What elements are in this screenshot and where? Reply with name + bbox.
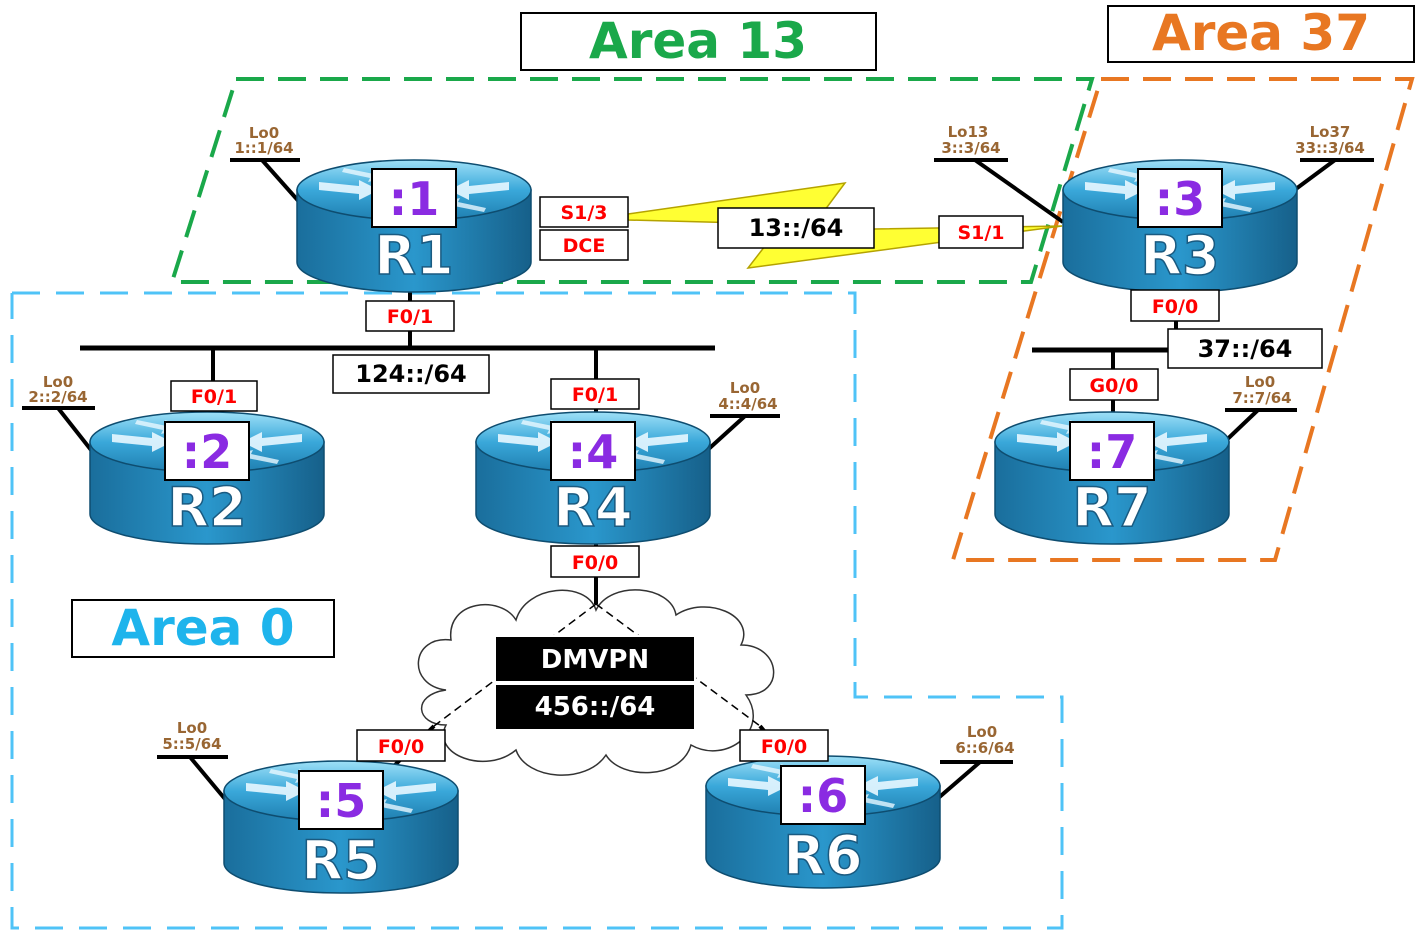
- r3-serial-box: [938, 215, 1024, 249]
- r2-loopback-link: [56, 406, 97, 457]
- area0-title-box: [71, 599, 335, 658]
- serial-network-label: 13::/64: [749, 214, 844, 242]
- serial-link-r1-r3: [627, 182, 1063, 269]
- r7-lan-label: G0/0: [1090, 375, 1139, 397]
- r5-name: R5: [301, 829, 380, 892]
- area0-boundary: [10, 291, 1064, 930]
- router-r3[interactable]: :3 R3: [1062, 159, 1298, 293]
- r6-dmvpn-box: [739, 729, 829, 762]
- r4-name: R4: [553, 476, 632, 539]
- r1-lan-label: F0/1: [387, 306, 433, 328]
- serial-network-box: [717, 207, 875, 249]
- r4-id: :4: [568, 425, 618, 479]
- r6-loopback-addr: 6::6/64: [955, 739, 1014, 757]
- r6-dmvpn-label: F0/0: [761, 736, 807, 758]
- r1-loopback-name: Lo0: [249, 124, 279, 142]
- dmvpn-name: DMVPN: [541, 645, 649, 675]
- r6-loopback-link: [934, 760, 982, 802]
- dmvpn-network-box: [494, 683, 696, 731]
- router-r5[interactable]: :5 R5: [223, 760, 459, 894]
- r1-dce-box: [539, 229, 629, 261]
- r3-lan-box: [1130, 289, 1220, 322]
- r7-loopback-addr: 7::7/64: [1232, 389, 1291, 407]
- dmvpn-network: 456::/64: [535, 692, 656, 722]
- r1-serial-label: S1/3: [560, 202, 607, 224]
- area0-title: Area 0: [111, 599, 294, 657]
- r1-loopback-link: [260, 158, 304, 207]
- r4-lan-box: [550, 378, 640, 410]
- r6-loopback-name: Lo0: [967, 723, 997, 741]
- r3-id: :3: [1155, 172, 1205, 226]
- r2-lan-box: [170, 380, 258, 412]
- r4-lan-label: F0/1: [572, 384, 618, 406]
- router-r7[interactable]: :7 R7: [994, 411, 1230, 545]
- r3-serial-label: S1/1: [957, 222, 1004, 244]
- area37-title-box: [1107, 5, 1415, 63]
- r3-loopback13-addr: 3::3/64: [941, 139, 1000, 157]
- r4-loopback-name: Lo0: [730, 379, 760, 397]
- router-r4[interactable]: :4 R4: [475, 411, 711, 545]
- r5-dmvpn-box: [356, 729, 446, 762]
- area13-title: Area 13: [589, 12, 807, 70]
- lan124-network-label: 124::/64: [355, 360, 466, 388]
- lan37-network-box: [1167, 328, 1323, 369]
- r2-lan-label: F0/1: [191, 386, 237, 408]
- lan37-network-label: 37::/64: [1198, 335, 1293, 363]
- r1-lan-box: [365, 300, 455, 332]
- r5-id-box: [298, 770, 384, 830]
- r2-loopback-name: Lo0: [43, 373, 73, 391]
- r2-loopback-addr: 2::2/64: [28, 388, 87, 406]
- r1-loopback-addr: 1::1/64: [234, 139, 293, 157]
- dmvpn-tunnel-r6: [595, 603, 761, 727]
- r7-loopback-name: Lo0: [1245, 373, 1275, 391]
- r7-id-box: [1069, 421, 1155, 481]
- r5-loopback-addr: 5::5/64: [162, 735, 221, 753]
- r3-loopback13-name: Lo13: [948, 123, 989, 141]
- dmvpn-tunnel-r5: [433, 603, 597, 727]
- r1-serial-box: [539, 196, 629, 228]
- r3-name: R3: [1140, 224, 1219, 287]
- r7-name: R7: [1072, 476, 1151, 539]
- r2-id-box: [164, 421, 250, 481]
- r1-name: R1: [374, 224, 453, 287]
- router-r6[interactable]: :6 R6: [705, 755, 941, 889]
- r1-id-box: [371, 168, 457, 228]
- r4-loopback-addr: 4::4/64: [718, 395, 777, 413]
- area13-title-box: [520, 12, 877, 71]
- r4-dmvpn-box: [550, 545, 640, 578]
- r6-id: :6: [798, 769, 848, 823]
- r3-loopback13-link: [973, 158, 1065, 224]
- router-r2[interactable]: :2 R2: [89, 411, 325, 545]
- area37-boundary: [950, 77, 1415, 562]
- r1-id: :1: [389, 172, 439, 226]
- r5-dmvpn-label: F0/0: [378, 736, 424, 758]
- r6-id-box: [780, 765, 866, 825]
- r7-lan-box: [1069, 368, 1159, 401]
- r4-id-box: [550, 421, 636, 481]
- lan124-network-box: [332, 354, 490, 394]
- r3-id-box: [1137, 168, 1223, 228]
- r5-id: :5: [316, 774, 366, 828]
- area37-title: Area 37: [1152, 4, 1370, 62]
- r1-dce-label: DCE: [563, 235, 606, 257]
- r2-name: R2: [167, 476, 246, 539]
- r2-id: :2: [182, 425, 232, 479]
- r7-id: :7: [1087, 425, 1137, 479]
- r5-loopback-name: Lo0: [177, 719, 207, 737]
- dmvpn-name-box: [494, 635, 696, 683]
- area13-boundary: [169, 77, 1095, 284]
- r4-dmvpn-label: F0/0: [572, 552, 618, 574]
- r6-name: R6: [783, 824, 862, 887]
- router-r1[interactable]: :1 R1: [296, 159, 532, 293]
- r3-loopback37-name: Lo37: [1310, 123, 1351, 141]
- r3-lan-label: F0/0: [1152, 296, 1198, 318]
- r3-loopback37-addr: 33::3/64: [1295, 139, 1365, 157]
